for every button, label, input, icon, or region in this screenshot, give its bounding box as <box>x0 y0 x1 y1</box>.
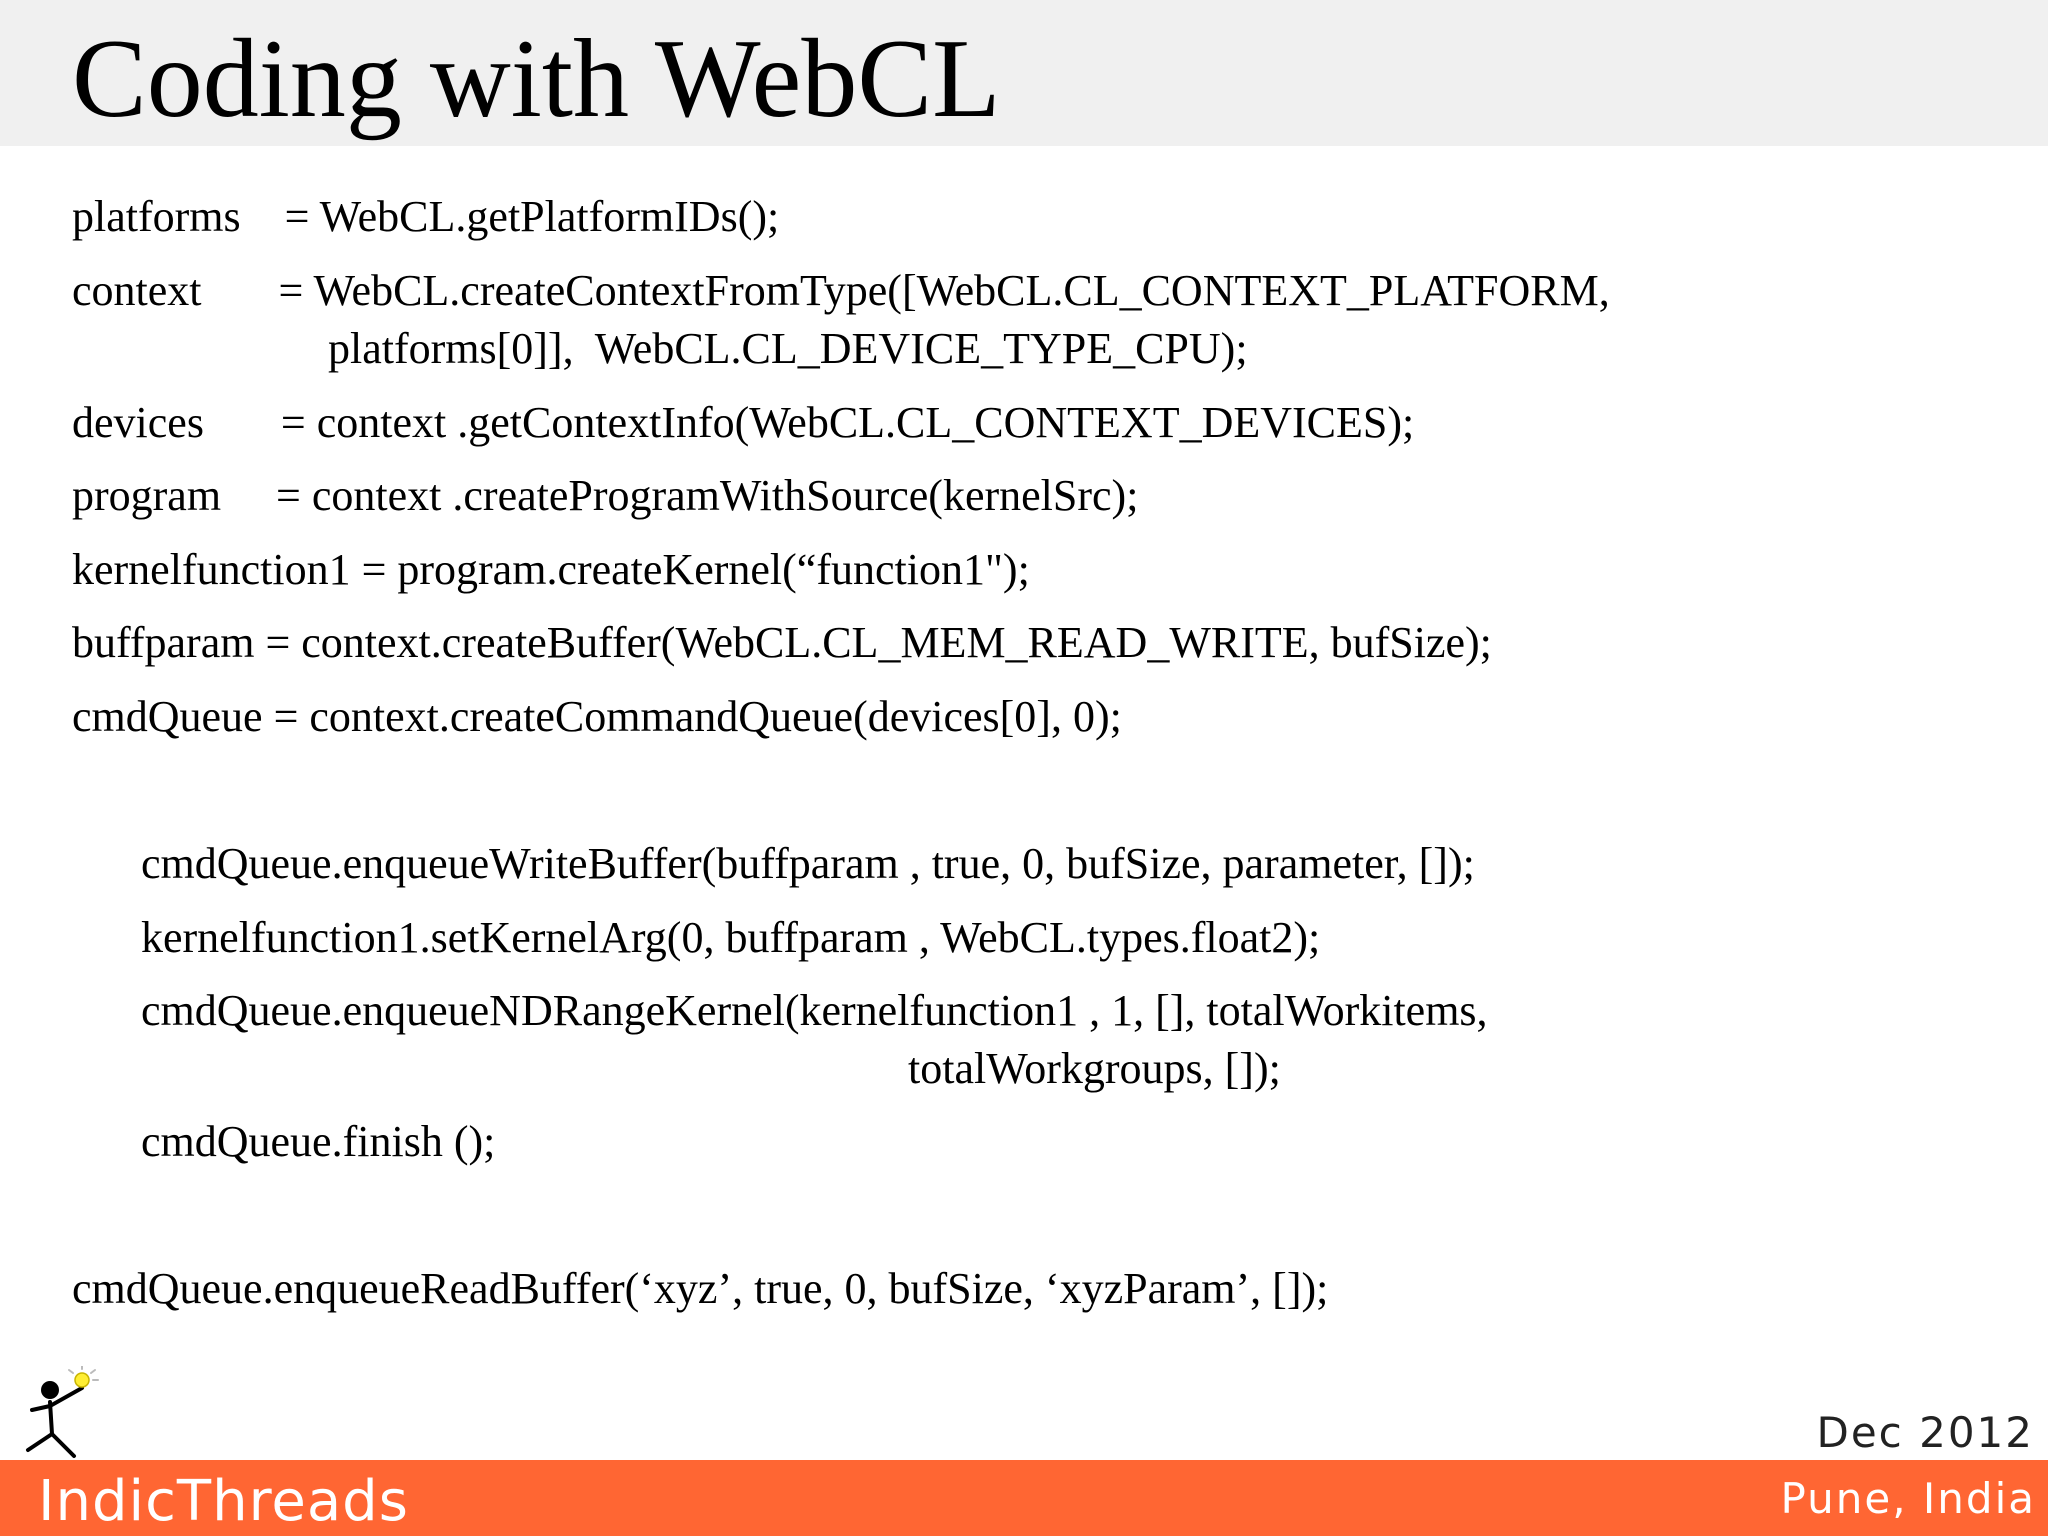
code-line-enqueue-read: cmdQueue.enqueueReadBuffer(‘xyz’, true, … <box>72 1264 1329 1313</box>
code-line-finish: cmdQueue.finish (); <box>141 1117 496 1166</box>
slide-title: Coding with WebCL <box>72 17 1001 141</box>
code-line-context: context = WebCL.createContextFromType([W… <box>72 266 1610 315</box>
code-line-kernelfunction: kernelfunction1 = program.createKernel(“… <box>72 545 1030 594</box>
code-line-context-cont: platforms[0]], WebCL.CL_DEVICE_TYPE_CPU)… <box>328 324 1248 373</box>
code-line-set-kernel-arg: kernelfunction1.setKernelArg(0, buffpara… <box>141 913 1321 962</box>
footer-date: Dec 2012 <box>1816 1408 2034 1457</box>
code-line-platforms: platforms = WebCL.getPlatformIDs(); <box>72 192 780 241</box>
code-line-cmdqueue: cmdQueue = context.createCommandQueue(de… <box>72 692 1122 741</box>
code-line-devices: devices = context .getContextInfo(WebCL.… <box>72 398 1415 447</box>
code-line-program: program = context .createProgramWithSour… <box>72 471 1139 520</box>
title-bar <box>0 0 2048 146</box>
stick-figure-lightbulb-icon <box>26 1366 99 1458</box>
code-line-enqueue-write: cmdQueue.enqueueWriteBuffer(buffparam , … <box>141 839 1475 888</box>
footer-location: Pune, India <box>1780 1474 2036 1523</box>
code-line-buffparam: buffparam = context.createBuffer(WebCL.C… <box>72 618 1492 667</box>
footer-brand: IndicThreads <box>38 1469 409 1534</box>
code-line-enqueue-ndrange-cont: totalWorkgroups, []); <box>908 1044 1281 1093</box>
code-line-enqueue-ndrange: cmdQueue.enqueueNDRangeKernel(kernelfunc… <box>141 986 1488 1035</box>
footer-bar <box>0 1460 2048 1536</box>
